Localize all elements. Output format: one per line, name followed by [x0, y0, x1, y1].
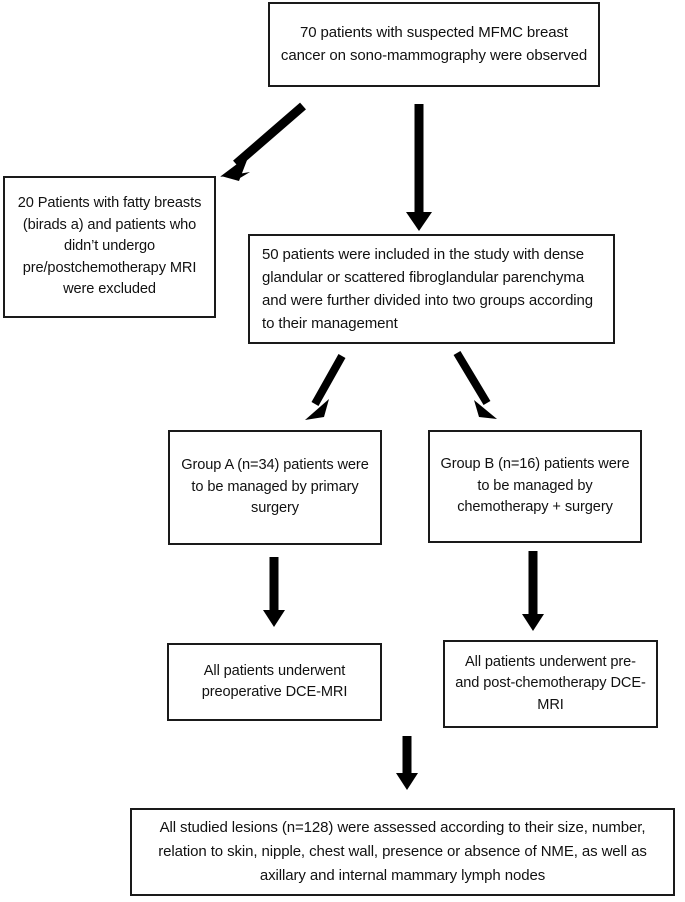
group-b-box: Group B (n=16) patients were to be manag… [428, 430, 642, 543]
arrow-screened-to-excluded [220, 102, 306, 181]
arrow-group-a-to-mri [263, 557, 285, 627]
assessed-lesions-box: All studied lesions (n=128) were assesse… [130, 808, 675, 896]
group-b-mri-box: All patients underwent pre- and post-che… [443, 640, 658, 728]
group-a-text: Group A (n=34) patients were to be manag… [181, 457, 369, 517]
arrow-mri-to-lesions [396, 736, 418, 790]
group-b-text: Group B (n=16) patients were to be manag… [440, 456, 630, 516]
group-a-box: Group A (n=34) patients were to be manag… [168, 430, 382, 545]
group-a-mri-box: All patients underwent preoperative DCE-… [167, 643, 382, 721]
arrow-screened-to-included [406, 104, 432, 231]
screened-patients-box: 70 patients with suspected MFMC breast c… [268, 2, 600, 87]
assessed-lesions-text: All studied lesions (n=128) were assesse… [158, 819, 647, 884]
arrow-included-to-group-b [453, 350, 497, 419]
included-patients-text: 50 patients were included in the study w… [262, 245, 594, 333]
screened-patients-text: 70 patients with suspected MFMC breast c… [280, 24, 588, 64]
group-b-mri-text: All patients underwent pre- and post-che… [455, 653, 646, 713]
group-a-mri-text: All patients underwent preoperative DCE-… [201, 662, 348, 700]
included-patients-box: 50 patients were included in the study w… [248, 234, 615, 344]
arrow-group-b-to-mri [522, 551, 544, 631]
excluded-patients-text: 20 Patients with fatty breasts (birads a… [17, 195, 202, 298]
excluded-patients-box: 20 Patients with fatty breasts (birads a… [3, 176, 216, 318]
arrow-included-to-group-a [305, 354, 346, 420]
